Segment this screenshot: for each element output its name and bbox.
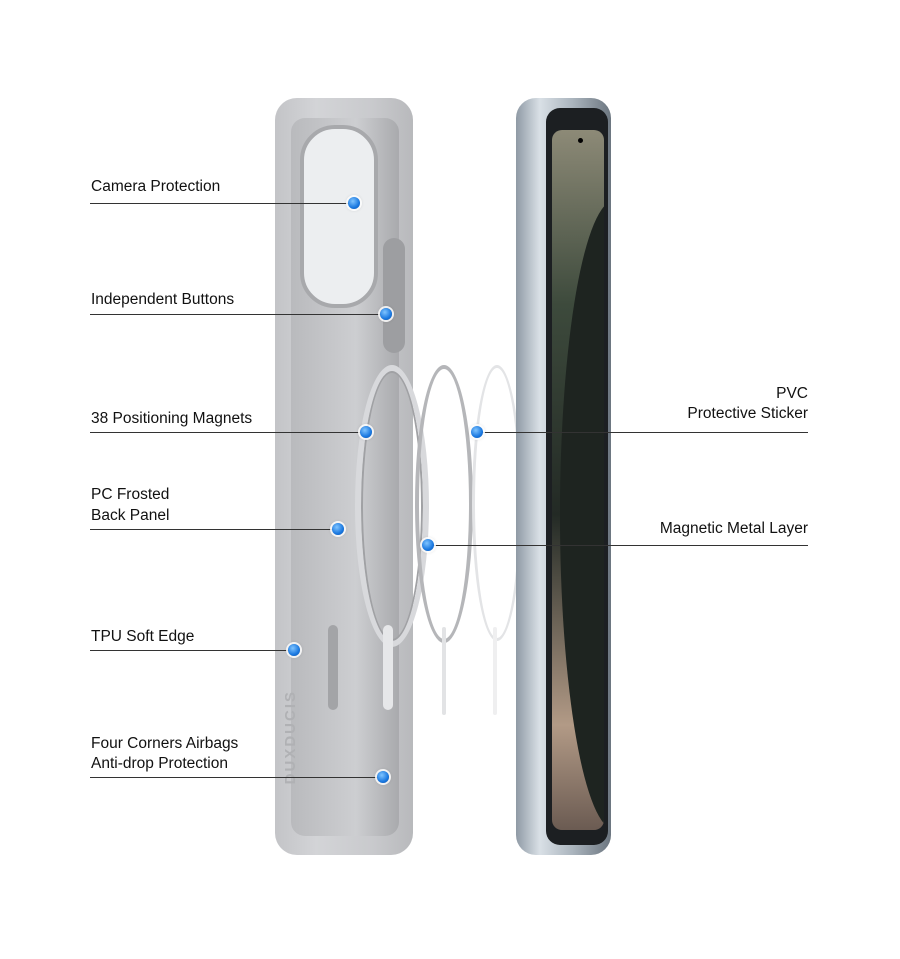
callout-label: Anti-drop Protection xyxy=(91,755,228,772)
callout-label: PVC xyxy=(776,385,808,402)
case-slot xyxy=(383,625,393,710)
button-covers xyxy=(383,238,405,353)
callout-line xyxy=(90,432,366,433)
wallpaper xyxy=(552,130,604,830)
callout-label: Four Corners Airbags xyxy=(91,735,239,752)
callout-label: 38 Positioning Magnets xyxy=(91,410,253,427)
callout-dot-icon xyxy=(360,426,372,438)
callout-line xyxy=(90,529,338,530)
callout-line xyxy=(90,650,294,651)
callout-label: Protective Sticker xyxy=(687,405,808,422)
callout-label: Back Panel xyxy=(91,507,170,524)
metal-strip xyxy=(442,627,446,715)
callout-dot-icon xyxy=(348,197,360,209)
callout-line xyxy=(90,777,383,778)
pvc-sticker-ring xyxy=(472,365,522,641)
callout-dot-icon xyxy=(288,644,300,656)
callout-dot-icon xyxy=(377,771,389,783)
camera-cutout xyxy=(300,125,378,308)
callout-label: PC Frosted xyxy=(91,486,170,503)
callout-label: Magnetic Metal Layer xyxy=(659,520,808,537)
sticker-strip xyxy=(493,627,497,715)
front-camera-icon xyxy=(578,138,583,143)
callout-line xyxy=(428,545,808,546)
callout-line xyxy=(90,203,354,204)
callout-dot-icon xyxy=(471,426,483,438)
callout-dot-icon xyxy=(332,523,344,535)
magnetic-metal-ring xyxy=(415,365,473,643)
case-slot xyxy=(328,625,338,710)
callout-dot-icon xyxy=(380,308,392,320)
callout-label: Camera Protection xyxy=(91,178,221,195)
callout-line xyxy=(477,432,808,433)
brand-logo: DUXDUCIS xyxy=(282,690,299,785)
callout-label: TPU Soft Edge xyxy=(91,628,195,645)
callout-dot-icon xyxy=(422,539,434,551)
callout-label: Independent Buttons xyxy=(91,291,235,308)
callout-line xyxy=(90,314,386,315)
